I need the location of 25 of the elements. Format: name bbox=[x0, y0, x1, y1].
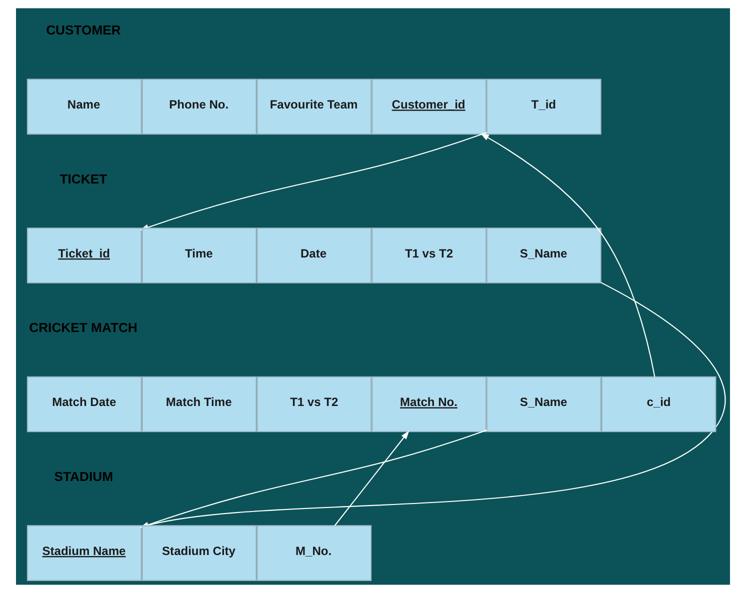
node-box: Favourite Team bbox=[256, 78, 372, 135]
node-box: T1 vs T2 bbox=[256, 376, 372, 432]
label: CUSTOMER bbox=[46, 22, 121, 38]
arrow bbox=[480, 133, 656, 377]
node-box: T_id bbox=[486, 78, 602, 135]
node-box: Time bbox=[142, 228, 257, 284]
node-box: Stadium Name bbox=[26, 525, 142, 581]
arrow bbox=[334, 430, 410, 526]
node-box: Customer_id bbox=[372, 78, 486, 135]
node-box: c_id bbox=[601, 376, 716, 432]
node-box: T1 vs T2 bbox=[372, 228, 486, 284]
node-box: S_Name bbox=[486, 376, 602, 432]
node-box: M_No. bbox=[256, 525, 372, 581]
node-box: Match Date bbox=[26, 376, 142, 432]
node-box: Match Time bbox=[142, 376, 257, 432]
node-box: Match No. bbox=[372, 376, 486, 432]
node-box: Ticket_id bbox=[26, 228, 142, 284]
node-box: Stadium City bbox=[142, 525, 257, 581]
node-box: Date bbox=[256, 228, 372, 284]
node-box: Phone No. bbox=[142, 78, 257, 135]
label: CRICKET MATCH bbox=[29, 320, 138, 336]
label: TICKET bbox=[60, 171, 108, 186]
node-box: Name bbox=[26, 78, 142, 135]
label: STADIUM bbox=[54, 468, 114, 484]
node-box: S_Name bbox=[486, 228, 602, 284]
